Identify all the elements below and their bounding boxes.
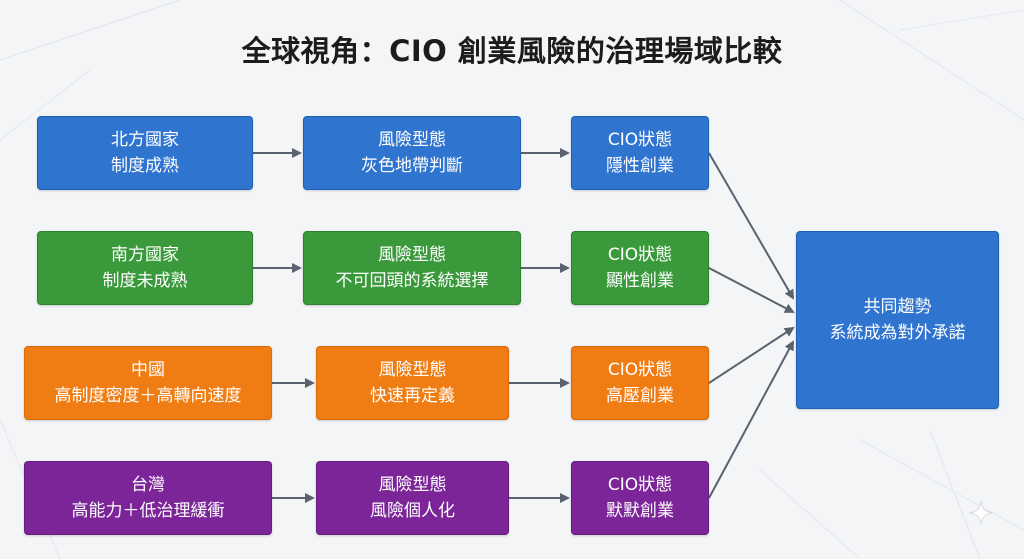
box-south-cio: CIO狀態 顯性創業	[571, 231, 709, 305]
box-north-cio-line1: CIO狀態	[607, 130, 673, 150]
arrow-row1-to-trend	[708, 152, 795, 300]
arrow-row4-to-trend	[708, 340, 794, 499]
box-taiwan-cio-line1: CIO狀態	[607, 475, 673, 495]
box-south-risk-line1: 風險型態	[378, 245, 446, 265]
box-china-cio: CIO狀態 高壓創業	[571, 346, 709, 420]
box-north-cio: CIO狀態 隱性創業	[571, 116, 709, 190]
arrow-row2-to-trend	[708, 267, 795, 313]
box-south-region-line2: 制度未成熟	[102, 271, 188, 291]
box-common-trend: 共同趨勢 系統成為對外承諾	[796, 231, 999, 409]
box-china-risk-line1: 風險型態	[378, 360, 447, 380]
box-taiwan-cio: CIO狀態 默默創業	[571, 461, 709, 535]
box-north-risk-line1: 風險型態	[378, 130, 446, 150]
box-common-trend-line1: 共同趨勢	[863, 297, 932, 317]
box-taiwan-risk-line2: 風險個人化	[370, 501, 455, 521]
box-north-risk: 風險型態 灰色地帶判斷	[303, 116, 521, 190]
box-south-risk: 風險型態 不可回頭的系統選擇	[303, 231, 521, 305]
box-taiwan-risk-line1: 風險型態	[378, 475, 447, 495]
box-china-cio-line1: CIO狀態	[607, 360, 673, 380]
box-south-cio-line2: 顯性創業	[606, 271, 674, 291]
box-north-region-line1: 北方國家	[111, 130, 179, 150]
box-north-risk-line2: 灰色地帶判斷	[361, 156, 463, 176]
box-north-region-line2: 制度成熟	[111, 156, 179, 176]
box-china-region: 中國 高制度密度＋高轉向速度	[24, 346, 272, 420]
box-common-trend-line2: 系統成為對外承諾	[829, 323, 966, 343]
page-title: 全球視角：CIO 創業風險的治理場域比較	[241, 34, 783, 68]
box-taiwan-region-line2: 高能力＋低治理緩衝	[71, 501, 225, 521]
box-taiwan-region: 台灣 高能力＋低治理緩衝	[24, 461, 272, 535]
arrow-row3-to-trend	[708, 326, 795, 384]
box-china-risk: 風險型態 快速再定義	[316, 346, 509, 420]
box-china-region-line2: 高制度密度＋高轉向速度	[54, 386, 242, 406]
box-south-region-line1: 南方國家	[111, 245, 179, 265]
box-south-region: 南方國家 制度未成熟	[37, 231, 253, 305]
box-china-risk-line2: 快速再定義	[370, 386, 455, 406]
sparkle-icon	[968, 500, 994, 526]
box-taiwan-risk: 風險型態 風險個人化	[316, 461, 509, 535]
box-china-region-line1: 中國	[131, 360, 165, 380]
box-taiwan-region-line1: 台灣	[131, 475, 165, 495]
box-china-cio-line2: 高壓創業	[606, 386, 674, 406]
box-south-risk-line2: 不可回頭的系統選擇	[335, 271, 489, 291]
box-north-cio-line2: 隱性創業	[606, 156, 674, 176]
box-south-cio-line1: CIO狀態	[607, 245, 673, 265]
box-north-region: 北方國家 制度成熟	[37, 116, 253, 190]
box-taiwan-cio-line2: 默默創業	[606, 501, 674, 521]
